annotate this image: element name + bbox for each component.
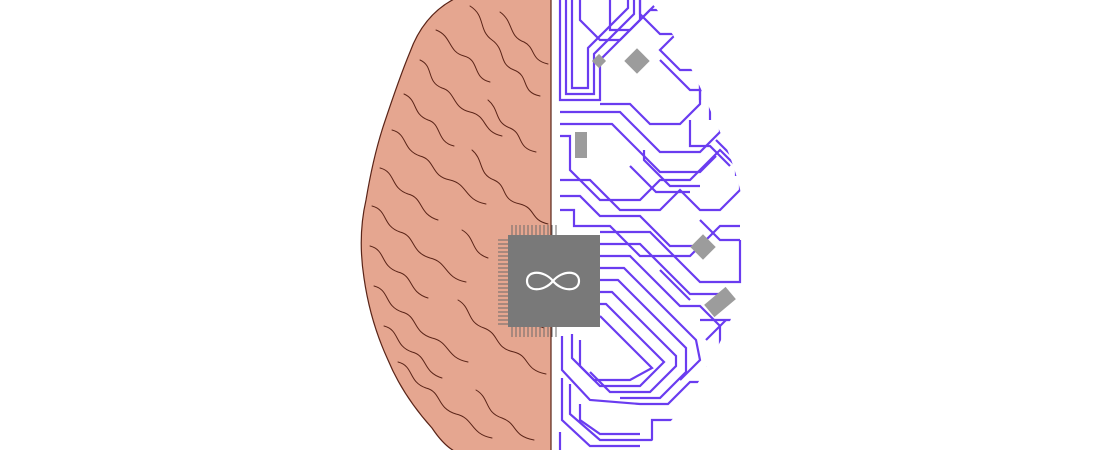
circuit-traces: [558, 0, 742, 450]
circuit-trace: [642, 150, 700, 188]
circuit-trace: [560, 378, 640, 448]
circuit-trace: [570, 0, 630, 90]
circuit-trace: [560, 208, 740, 258]
circuit-trace: [629, 165, 690, 194]
circuit-trace: [570, 315, 654, 382]
circuit-trace: [600, 266, 702, 381]
circuit-trace: [715, 139, 738, 176]
brain-folds: [369, 5, 549, 441]
circuit-trace: [578, 404, 640, 436]
circuit-component: [690, 234, 716, 260]
processor-chip: [498, 225, 600, 337]
circuit-trace: [560, 122, 717, 174]
circuit-trace: [659, 269, 691, 301]
circuit-trace: [560, 178, 741, 212]
circuit-trace: [699, 219, 740, 242]
circuit-trace: [705, 319, 727, 341]
infinity-icon: [525, 271, 581, 291]
circuit-trace: [564, 0, 636, 96]
circuit-trace: [560, 134, 742, 202]
brain-hemisphere-left: [360, 0, 552, 450]
circuit-trace: [568, 384, 680, 442]
circuit-component: [704, 286, 736, 318]
circuit-component: [575, 132, 587, 158]
circuit-trace: [589, 290, 678, 394]
circuit-trace: [638, 0, 680, 36]
circuit-component: [591, 53, 607, 69]
circuit-trace: [600, 278, 688, 400]
circuit-components: [575, 48, 736, 318]
circuit-trace: [560, 194, 710, 248]
circuit-trace: [600, 242, 720, 296]
circuit-trace: [600, 230, 742, 284]
circuit-component: [624, 48, 650, 74]
circuit-trace: [558, 0, 642, 102]
circuit-trace: [688, 120, 731, 167]
circuit-trace: [608, 0, 661, 32]
circuit-trace: [600, 80, 702, 126]
chip-pins: [498, 225, 557, 337]
